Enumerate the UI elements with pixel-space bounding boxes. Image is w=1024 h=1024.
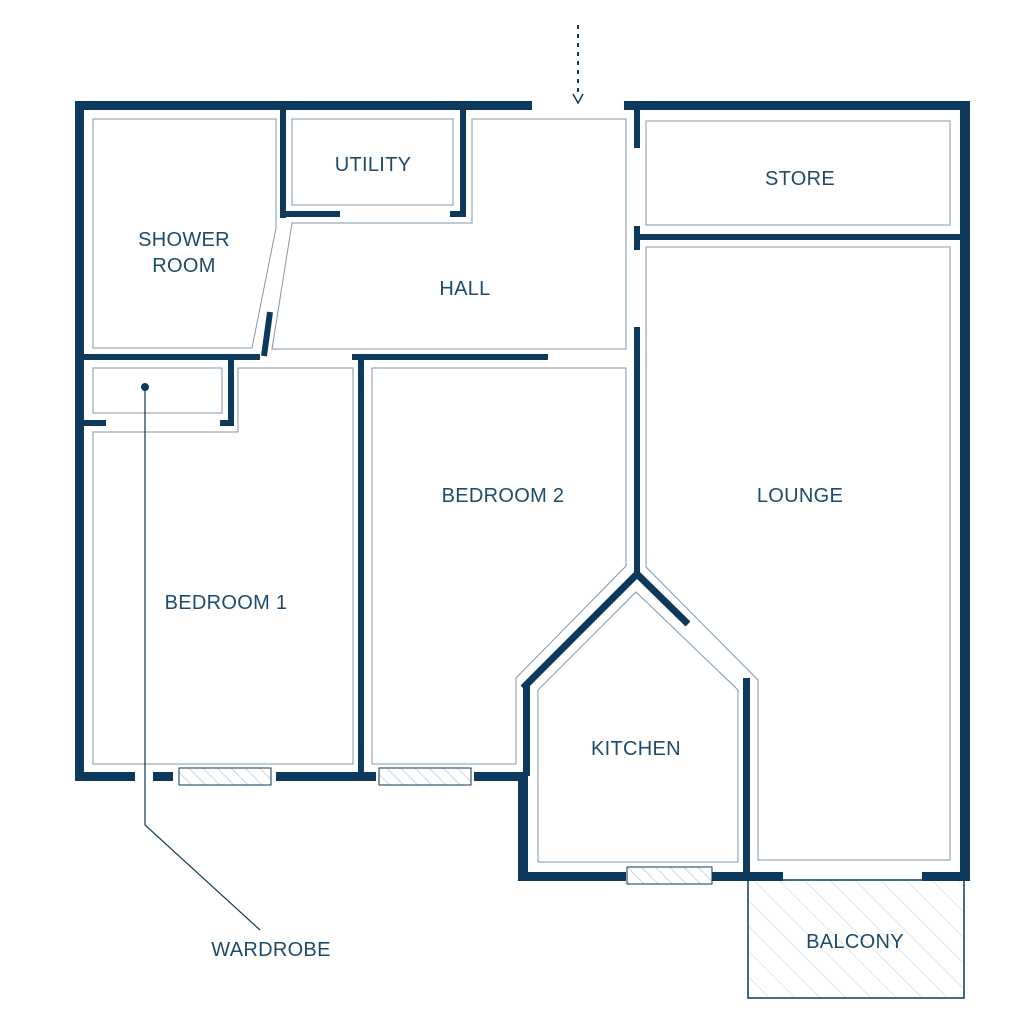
label-kitchen: KITCHEN: [591, 738, 681, 760]
label-bedroom-2: BEDROOM 2: [442, 485, 565, 507]
balcony: [747, 879, 965, 999]
window-kitchen: [626, 866, 713, 885]
label-store: STORE: [765, 168, 835, 190]
label-shower-room-line1: SHOWER: [138, 229, 230, 251]
window-bedroom-1: [178, 767, 272, 786]
label-shower-room-line2: ROOM: [152, 255, 215, 277]
label-wardrobe: WARDROBE: [211, 939, 330, 961]
room-outlines: [92, 118, 951, 863]
entry-arrow-icon: [572, 25, 584, 105]
walls: [75, 101, 970, 881]
label-lounge: LOUNGE: [757, 485, 843, 507]
window-bedroom-2: [378, 767, 472, 786]
label-utility: UTILITY: [335, 154, 412, 176]
label-balcony: BALCONY: [806, 931, 904, 953]
windows: [178, 767, 713, 885]
wardrobe-leader: [141, 383, 261, 931]
label-bedroom-1: BEDROOM 1: [165, 592, 288, 614]
label-hall: HALL: [439, 278, 490, 300]
